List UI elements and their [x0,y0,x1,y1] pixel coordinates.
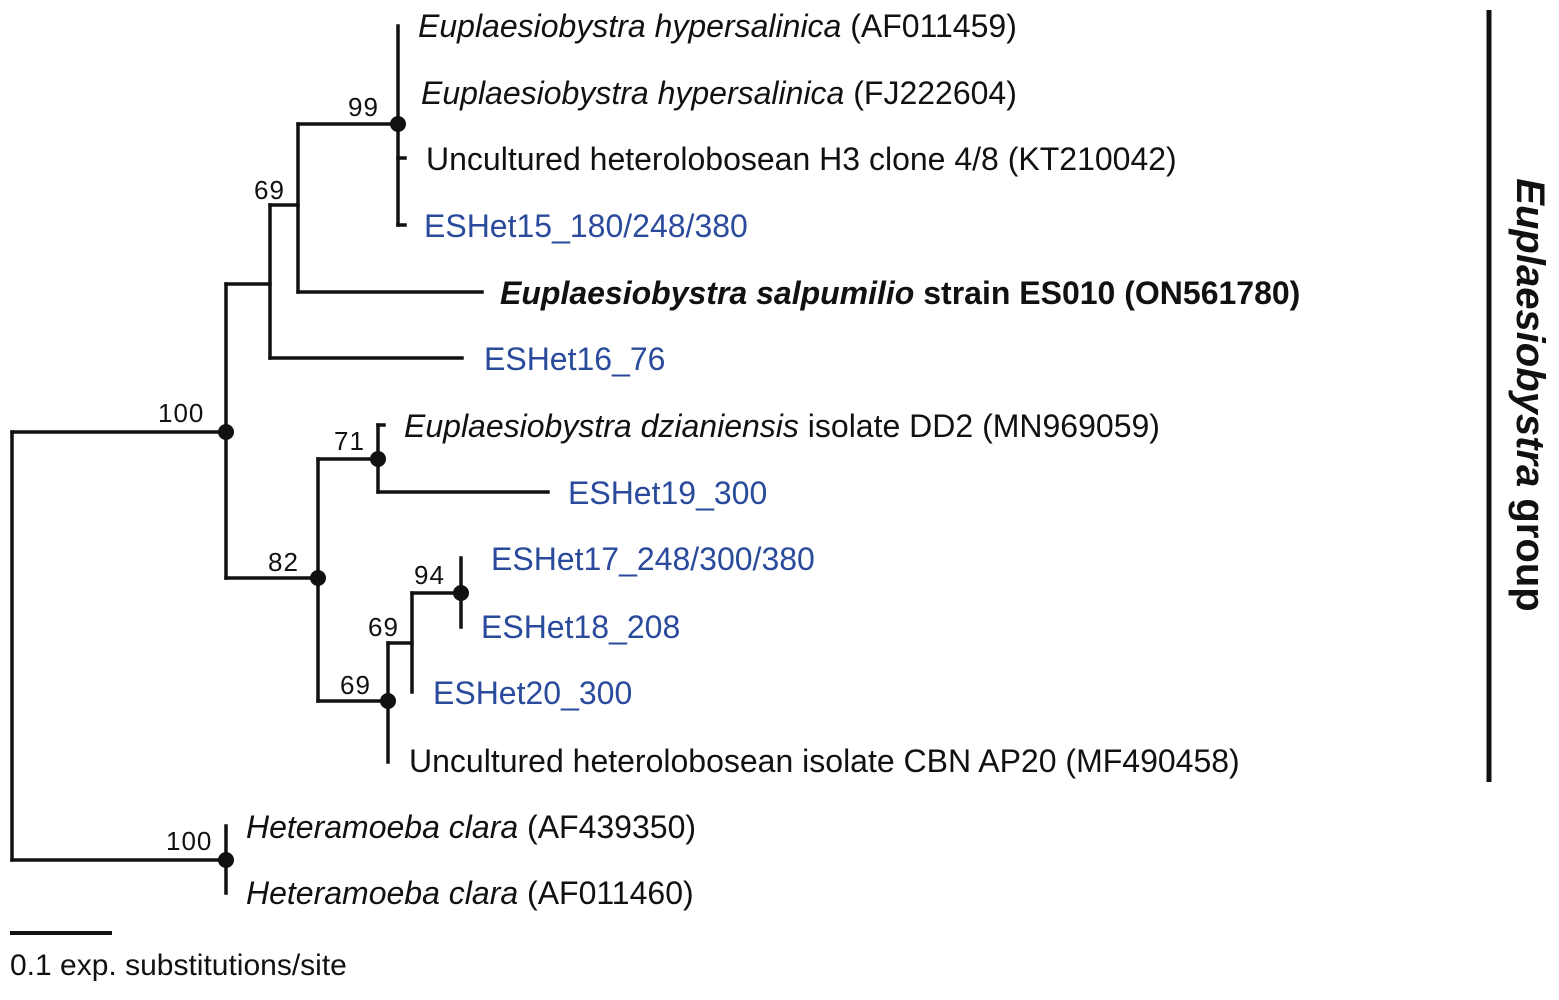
support-value: 69 [254,175,285,205]
taxon-label: ESHet16_76 [484,341,665,377]
node-marker [370,451,386,467]
node-marker [390,116,406,132]
taxon-label: ESHet15_180/248/380 [424,208,748,244]
taxon-label: Euplaesiobystra hypersalinica (FJ222604) [421,75,1017,111]
taxon-label: Euplaesiobystra salpumilio strain ES010 … [500,275,1300,311]
taxon-label: ESHet17_248/300/380 [491,541,815,577]
support-value: 82 [268,547,299,577]
node-marker [218,424,234,440]
taxon-label: ESHet19_300 [568,475,767,511]
node-markers [218,116,469,868]
node-marker [310,570,326,586]
clade-label: Euplaesiobystra group [1508,178,1552,611]
support-value: 69 [368,612,399,642]
taxon-label: Heteramoeba clara (AF439350) [246,809,696,845]
support-value: 69 [340,670,371,700]
support-value: 71 [334,426,365,456]
support-value: 94 [414,560,445,590]
support-values: 99 69 100 71 82 94 69 69 100 [158,92,445,856]
taxon-label: Uncultured heterolobosean isolate CBN AP… [409,743,1240,779]
taxon-label: Uncultured heterolobosean H3 clone 4/8 (… [426,141,1177,177]
taxon-label: ESHet20_300 [433,675,632,711]
scale-bar-label: 0.1 exp. substitutions/site [10,949,347,982]
taxon-label: Heteramoeba clara (AF011460) [246,875,694,911]
taxon-label: Euplaesiobystra hypersalinica (AF011459) [418,8,1017,44]
node-marker [218,852,234,868]
node-marker [380,693,396,709]
taxon-label: Euplaesiobystra dzianiensis isolate DD2 … [404,408,1160,444]
support-value: 99 [348,92,379,122]
support-value: 100 [166,826,212,856]
support-value: 100 [158,398,204,428]
taxon-label: ESHet18_208 [481,609,680,645]
node-marker [453,585,469,601]
taxon-labels: Euplaesiobystra hypersalinica (AF011459)… [246,8,1300,911]
